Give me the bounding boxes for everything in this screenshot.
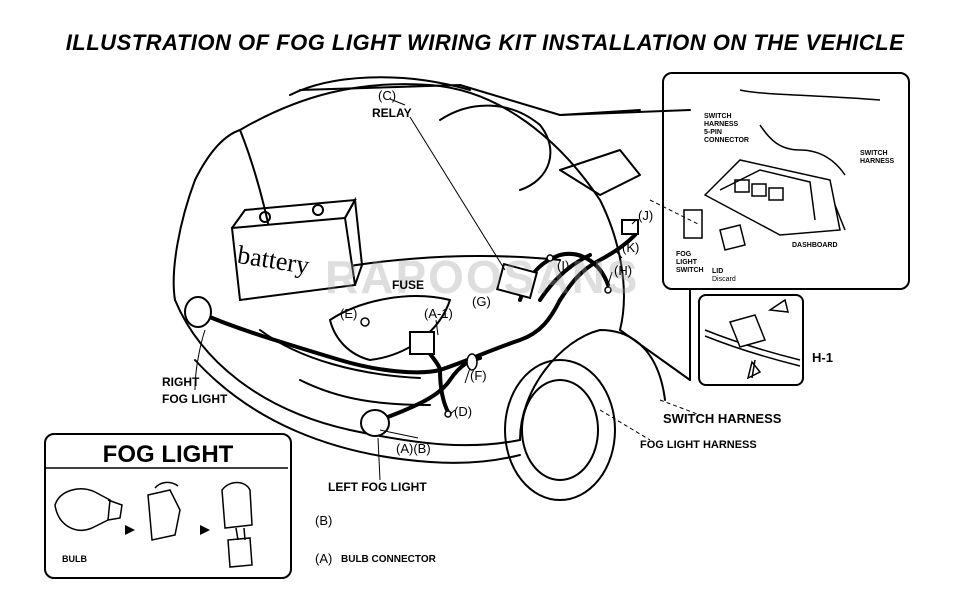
inset-5pin-label-3: 5-PIN [704, 129, 722, 136]
inset-lid-1: LID [712, 268, 724, 275]
relay-letter-label: (C) [378, 88, 397, 103]
inset-dashboard-drawing [683, 89, 881, 251]
hood-front-edge [194, 129, 241, 181]
fog-light-box-title: FOG LIGHT [102, 441, 234, 468]
label-h: (H) [614, 263, 633, 278]
label-f: (F) [470, 368, 487, 383]
harness-down-d [438, 368, 450, 414]
bulb-connector-label: BULB CONNECTOR [341, 554, 436, 565]
inset-fog-switch-2: LIGHT [676, 259, 697, 266]
battery-shape [230, 196, 364, 302]
harness-to-relay [558, 233, 637, 302]
harness-right-fog [203, 313, 442, 375]
left-fog-light [360, 409, 390, 437]
harness-main [438, 298, 562, 372]
inset-fog-switch-3: SWITCH [676, 267, 704, 274]
h1-detail-drawing [704, 298, 801, 380]
label-ab: (A)(B) [396, 441, 431, 456]
side-body [619, 289, 691, 381]
front-wheel-inner [521, 379, 599, 481]
inset-dashboard-box [662, 72, 910, 290]
fog-box-drawings [46, 467, 288, 568]
fog-box-arrows [125, 525, 210, 535]
front-wheel [504, 359, 616, 501]
label-a-bulb-letter: (A) [315, 551, 333, 566]
label-e: (E) [340, 306, 358, 321]
label-j: (J) [638, 208, 654, 223]
lower-bumper [194, 359, 521, 464]
roof-line [289, 76, 471, 96]
steering-area [439, 104, 552, 191]
hood-outline [239, 83, 625, 331]
bulb-label: BULB [62, 554, 87, 564]
right-fog-label-1: RIGHT [162, 375, 200, 389]
arrow-right-1 [125, 525, 135, 535]
inset-5pin-label-4: CONNECTOR [704, 137, 749, 144]
label-d: (D) [454, 404, 473, 419]
terminal-e [360, 317, 370, 327]
body-left [172, 179, 196, 301]
page-title: ILLUSTRATION OF FOG LIGHT WIRING KIT INS… [65, 30, 905, 55]
label-g: (G) [472, 294, 491, 309]
inset-switch-harness-1: SWITCH [860, 150, 888, 157]
dashed-callouts [599, 199, 701, 441]
relay-label: RELAY [372, 106, 412, 120]
h1-label: H-1 [812, 350, 833, 365]
arrow-right-2 [200, 525, 210, 535]
mirror [559, 149, 641, 196]
a-pillar [559, 109, 691, 116]
fuse-box-a1 [409, 331, 435, 355]
headlight [329, 295, 451, 361]
label-a1: (A-1) [424, 306, 453, 321]
front-fascia [174, 299, 521, 447]
inset-lid-2: Discard [712, 276, 736, 283]
inset-switch-harness-2: HARNESS [860, 158, 895, 165]
label-b: (B) [315, 513, 333, 528]
h1-detail-box [698, 294, 804, 386]
leader-lines [194, 98, 637, 481]
relay-box [495, 262, 539, 300]
label-i: (I) [557, 258, 570, 273]
terminal-i [546, 254, 554, 262]
fog-light-harness-label: FOG LIGHT HARNESS [640, 439, 757, 451]
terminal-h [604, 286, 612, 294]
right-fog-light [184, 296, 212, 328]
grommet-f [466, 353, 478, 371]
switch-connector-j [621, 219, 639, 235]
switch-harness-label: SWITCH HARNESS [663, 411, 782, 426]
inset-5pin-label-1: SWITCH [704, 113, 732, 120]
watermark: RAPOOSANS [325, 251, 640, 303]
fender [519, 329, 666, 441]
terminal-d [444, 410, 452, 418]
grille-line-2 [299, 379, 431, 406]
fuse-label: FUSE [392, 278, 425, 292]
inset-fog-switch-1: FOG [676, 251, 692, 258]
label-k: (K) [622, 240, 640, 255]
right-fog-label-2: FOG LIGHT [162, 392, 228, 406]
inset-5pin-label-2: HARNESS [704, 121, 739, 128]
fog-light-box: FOG LIGHT [44, 433, 292, 579]
inset-dashboard-label: DASHBOARD [792, 242, 838, 249]
left-fog-label: LEFT FOG LIGHT [328, 480, 427, 494]
